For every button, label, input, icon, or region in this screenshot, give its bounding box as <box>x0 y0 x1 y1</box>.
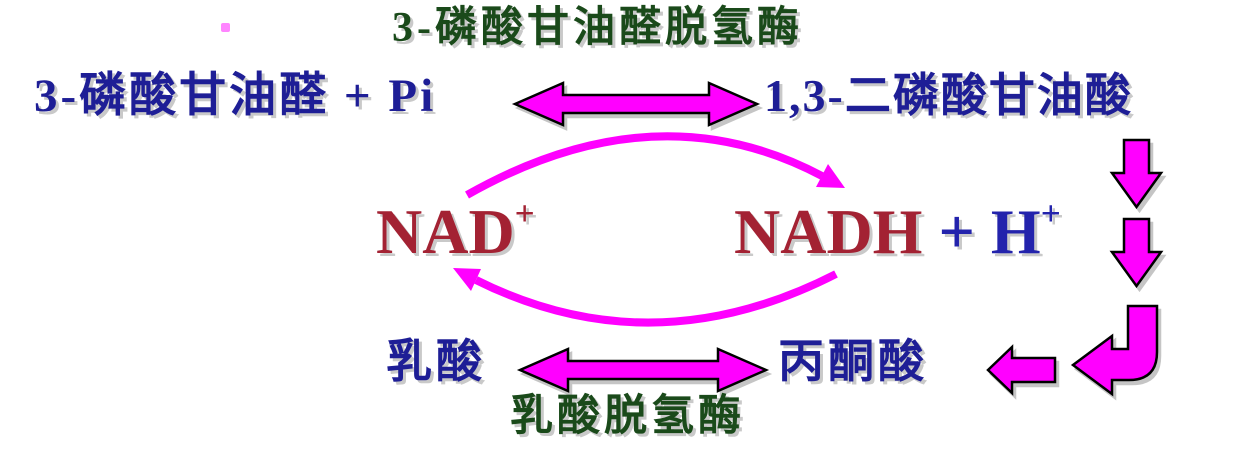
nad-text: NAD <box>376 196 515 267</box>
down-arrow-2-icon <box>1109 217 1164 289</box>
plus-h-text: + H <box>922 196 1041 267</box>
lactate-label: 乳酸 <box>386 336 486 387</box>
cycle-arc-top-arrowhead-icon <box>816 164 845 188</box>
enzyme-label-top: 3-磷酸甘油醛脱氢酶 <box>392 5 803 51</box>
reversible-arrow-bottom-icon <box>516 347 770 393</box>
left-arrow-icon <box>986 344 1057 396</box>
elbow-arrow-icon <box>1070 304 1159 397</box>
reversible-arrow-top-icon <box>511 81 761 127</box>
nadh-label: NADH + H+ <box>734 196 1061 267</box>
cycle-arc-bottom-icon <box>474 270 838 327</box>
down-arrow-1-icon <box>1109 138 1164 210</box>
nad-label: NAD+ <box>376 196 535 267</box>
cycle-arc-bottom-arrowhead-icon <box>453 268 481 291</box>
nad-superscript: + <box>514 194 535 233</box>
pyruvate-label: 丙酮酸 <box>778 336 928 387</box>
nadh-text: NADH <box>734 196 923 267</box>
enzyme-label-bottom: 乳酸脱氢酶 <box>510 393 745 440</box>
product-right-label: 1,3-二磷酸甘油酸 <box>764 70 1133 121</box>
h-superscript: + <box>1040 194 1061 233</box>
cycle-arc-top-icon <box>465 132 824 199</box>
stray-dot <box>221 23 230 32</box>
substrate-left-label: 3-磷酸甘油醛 + Pi <box>34 70 437 122</box>
